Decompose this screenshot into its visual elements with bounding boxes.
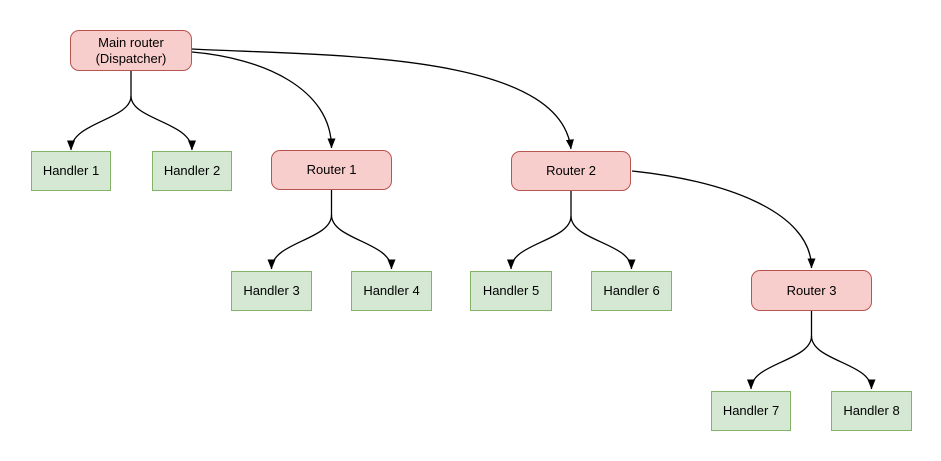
edge-router-2-to-handler-5 [507,215,572,270]
edge-router-3-to-handler-8 [810,335,876,390]
node-main-router: Main router (Dispatcher) [70,30,192,71]
node-handler-3: Handler 3 [231,271,312,311]
edge-main-router-to-handler-1 [67,95,132,151]
node-handler-7: Handler 7 [711,391,791,431]
node-handler-2: Handler 2 [152,151,232,191]
node-handler-1: Handler 1 [31,151,111,191]
edge-main-router-to-router-1 [191,51,336,149]
edge-router-1-to-handler-3 [267,214,333,270]
edge-router-2-to-handler-6 [570,215,636,270]
node-handler-4: Handler 4 [351,271,432,311]
edge-router-3-to-handler-7 [747,335,813,390]
edge-main-router-to-router-2 [191,48,574,150]
node-handler-5: Handler 5 [470,271,552,311]
node-router-3: Router 3 [751,270,872,311]
node-router-1: Router 1 [271,150,392,190]
node-handler-6: Handler 6 [591,271,672,311]
edge-router-1-to-handler-4 [330,214,396,270]
node-router-2: Router 2 [511,151,631,191]
edge-main-router-to-handler-2 [130,95,196,151]
edge-router-2-to-router-3 [631,170,816,269]
node-handler-8: Handler 8 [831,391,912,431]
